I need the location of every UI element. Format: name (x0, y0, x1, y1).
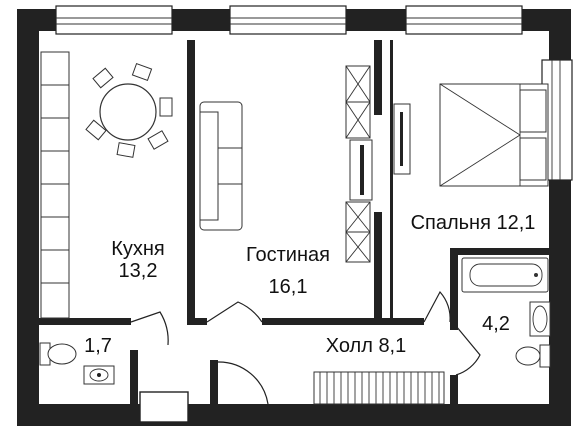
room-label-wc: 1,7 (80, 335, 116, 357)
room-label-living: Гостиная 16,1 (236, 244, 340, 298)
entrance-threshold (139, 391, 189, 423)
window-bedroom (405, 5, 523, 35)
wardrobe-bottom (345, 201, 371, 263)
bedroom-name: Спальня (410, 212, 491, 234)
interior-walls (39, 40, 550, 404)
hall-wardrobe (313, 371, 445, 405)
room-label-kitchen: Кухня 13,2 (100, 238, 176, 282)
bathroom-area: 4,2 (482, 313, 510, 335)
room-label-hall: Холл 8,1 (314, 335, 418, 357)
wc-toilet (39, 342, 77, 366)
door-bath (455, 325, 481, 376)
bath-sink (529, 301, 551, 337)
sofa (199, 101, 243, 231)
room-label-bedroom: Спальня 12,1 (400, 212, 546, 234)
wardrobe-top (345, 65, 371, 139)
window-living (229, 5, 347, 35)
kitchen-counter (40, 51, 70, 319)
wc-area: 1,7 (84, 335, 112, 357)
room-label-bathroom: 4,2 (476, 313, 516, 335)
door-living (206, 301, 263, 323)
bedroom-tv (393, 103, 411, 175)
bathtub (461, 257, 549, 293)
living-name: Гостиная (246, 244, 330, 266)
kitchen-area: 13,2 (118, 260, 158, 282)
bedroom-area: 12,1 (496, 212, 536, 234)
door-kitchen (130, 311, 169, 346)
door-entrance (217, 361, 269, 405)
kitchen-name: Кухня (111, 238, 165, 260)
dining-table (85, 62, 173, 158)
bath-toilet (515, 344, 551, 368)
door-bedroom (423, 290, 451, 323)
wc-sink (83, 365, 115, 385)
living-area: 16,1 (268, 276, 308, 298)
bed (439, 83, 549, 187)
hall-name: Холл (325, 335, 373, 357)
window-kitchen (55, 5, 173, 35)
tv-unit (349, 139, 373, 201)
hall-area: 8,1 (378, 335, 407, 357)
outer-wall (17, 9, 571, 426)
